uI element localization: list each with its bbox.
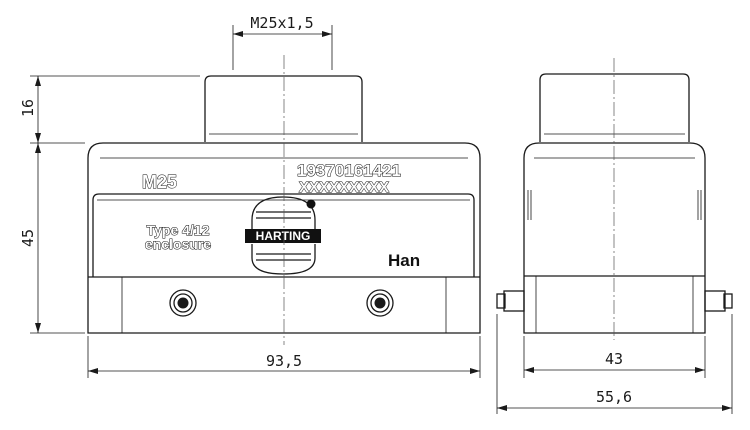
- logo-text: HARTING: [256, 229, 311, 243]
- type-line2: enclosure: [145, 236, 211, 252]
- dim-side-depth: 43: [523, 336, 706, 378]
- dim-front-width-label: 93,5: [266, 352, 302, 370]
- front-screw-right: [366, 289, 394, 317]
- type-line1: Type 4/12: [147, 222, 210, 238]
- side-spigot: [539, 73, 690, 142]
- side-housing-body: [523, 142, 706, 334]
- dim-front-width: 93,5: [87, 336, 481, 378]
- dim-thread-label: M25x1,5: [250, 14, 313, 32]
- dim-thread: M25x1,5: [232, 14, 333, 70]
- dim-total-depth: 55,6: [496, 314, 733, 414]
- thread-marking: M25: [142, 172, 177, 192]
- series-marking: Han: [388, 251, 420, 270]
- dim-body-height-label: 45: [19, 229, 37, 247]
- front-spigot: [204, 75, 363, 142]
- part-number-marking: 19370161421: [297, 161, 401, 180]
- serial-marking: XXXXXXXXX: [299, 179, 389, 196]
- dim-spigot-height: 16: [19, 75, 200, 144]
- front-label-panel: [92, 193, 475, 277]
- dim-side-depth-label: 43: [605, 350, 623, 368]
- dim-spigot-height-label: 16: [19, 99, 37, 117]
- dim-total-depth-label: 55,6: [596, 388, 632, 406]
- side-grooves: [527, 190, 702, 220]
- harting-logo: HARTING: [245, 196, 321, 275]
- side-peg-right: [704, 290, 733, 312]
- side-view: [496, 58, 733, 340]
- side-peg-left: [496, 290, 525, 312]
- front-screw-left: [169, 289, 197, 317]
- front-housing-body: [87, 142, 481, 334]
- dim-body-height: 45: [19, 143, 85, 334]
- front-view: HARTING M25 19370161421 XXXXXXXXX Type 4…: [87, 55, 481, 345]
